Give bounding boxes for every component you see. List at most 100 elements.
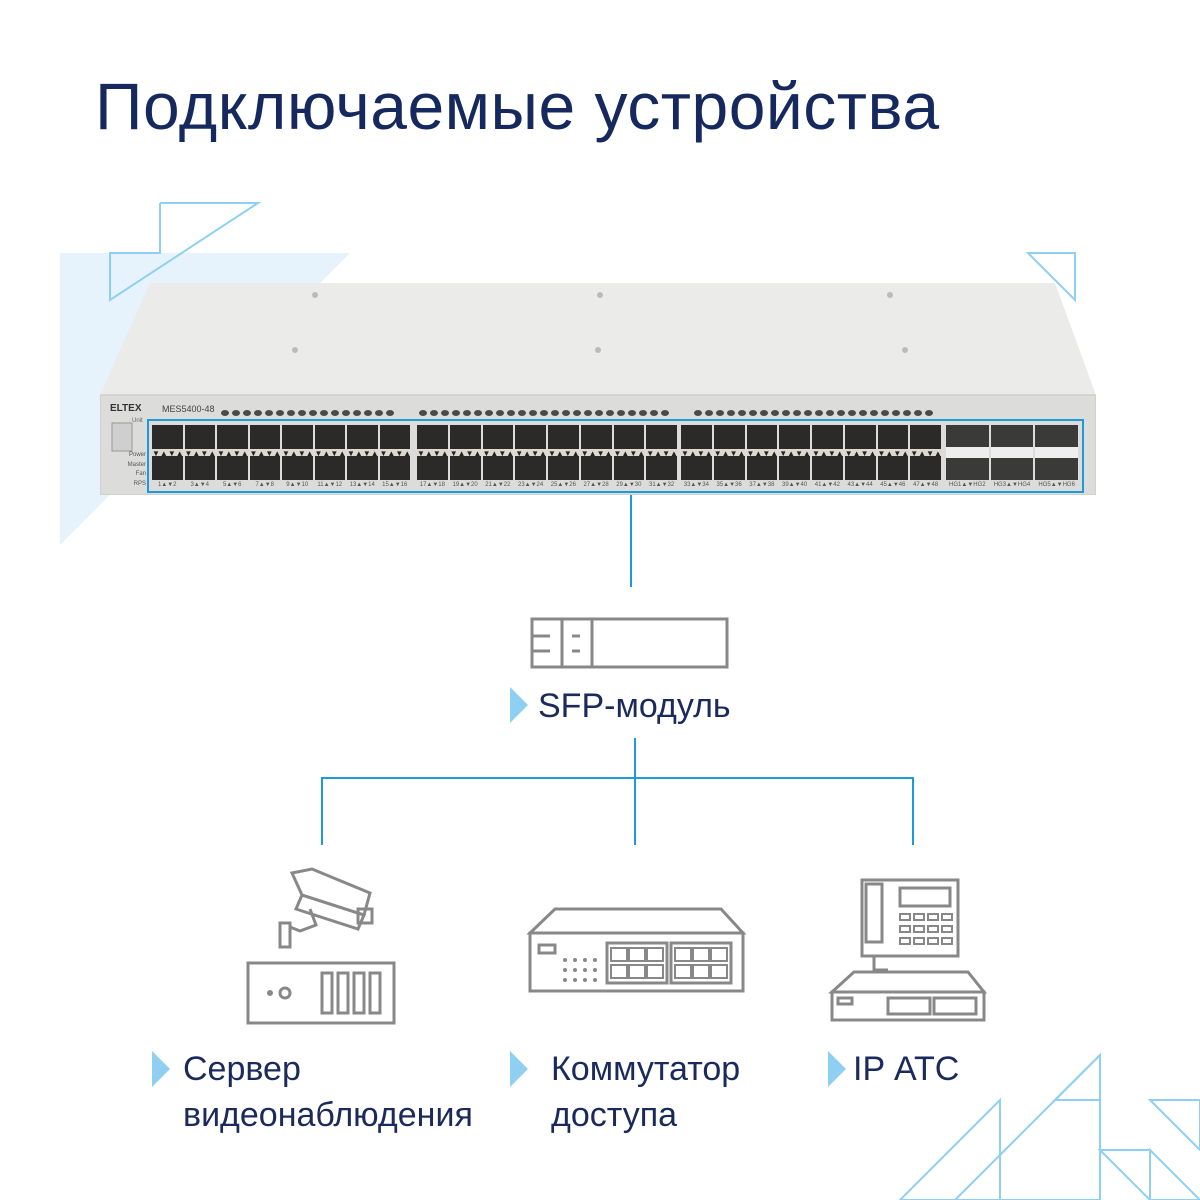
qsfp-latch bbox=[946, 447, 989, 458]
port-label: 45▲▼46 bbox=[880, 482, 906, 488]
sfp-port-pair: ▼▲▼▲41▲▼42 bbox=[812, 425, 844, 488]
port-led-strip: ▼▲▼▲ bbox=[646, 449, 678, 459]
sfp-port-pair: ▼▲▼▲ 15▲▼16 bbox=[379, 425, 412, 488]
port-label: 17▲▼18 bbox=[419, 482, 445, 488]
connector-line bbox=[630, 495, 632, 587]
port-label: 29▲▼30 bbox=[616, 482, 642, 488]
port-led-strip: ▼▲▼▲ bbox=[347, 449, 379, 459]
sfp-port-pair: ▼▲▼▲39▲▼40 bbox=[779, 425, 811, 488]
bullet-arrow-icon bbox=[152, 1051, 170, 1087]
label-line: видеонаблюдения bbox=[183, 1096, 473, 1134]
sfp-port-pair: ▼▲▼▲ 27▲▼28 bbox=[580, 425, 613, 488]
port-label: 19▲▼20 bbox=[452, 482, 478, 488]
tree-branch-left bbox=[321, 777, 323, 845]
tree-trunk-line bbox=[634, 738, 636, 845]
label-line: Коммутатор bbox=[551, 1050, 741, 1088]
port-label: 35▲▼36 bbox=[716, 482, 742, 488]
port-led-strip: ▼▲▼▲ bbox=[613, 449, 646, 459]
target-label-video-server: Сервер видеонаблюдения bbox=[183, 1046, 473, 1138]
sfp-port-group-1: ▼▲▼▲1▲▼2▼▲▼▲3▲▼4▼▲▼▲5▲▼6▼▲▼▲7▲▼8▼▲▼▲9▲▼1… bbox=[152, 425, 412, 488]
port-led-strip: ▼▲▼▲ bbox=[746, 449, 779, 459]
port-label: 1▲▼2 bbox=[157, 482, 177, 488]
port-label: 7▲▼8 bbox=[255, 482, 275, 488]
sfp-port-pair: ▼▲▼▲ 47▲▼48 bbox=[910, 425, 942, 488]
sfp-port-pair: ▼▲▼▲ 37▲▼38 bbox=[746, 425, 779, 488]
port-led-strip: ▼▲▼▲ bbox=[417, 449, 449, 459]
port-led-strip: ▼▲▼▲ bbox=[910, 449, 942, 459]
port-led-strip: ▼▲▼▲ bbox=[379, 449, 412, 459]
indicator-list: Power Master Fan RPS bbox=[110, 451, 146, 489]
sfp-port-pair: ▼▲▼▲5▲▼6 bbox=[217, 425, 249, 488]
port-led-strip: ▼▲▼▲ bbox=[515, 449, 547, 459]
port-label: 15▲▼16 bbox=[382, 482, 408, 488]
port-label: 23▲▼24 bbox=[518, 482, 544, 488]
sfp-port-pair: ▼▲▼▲ 25▲▼26 bbox=[548, 425, 580, 488]
port-label: 25▲▼26 bbox=[550, 482, 576, 488]
sfp-port-group-3: ▼▲▼▲ 33▲▼34 ▼▲▼▲ 35▲▼36 ▼▲▼▲ 37▲▼38 ▼▲▼▲39▲▼40… bbox=[681, 425, 942, 488]
port-label: 33▲▼34 bbox=[683, 482, 709, 488]
qsfp-latch bbox=[1035, 447, 1078, 458]
label-line: доступа bbox=[551, 1096, 678, 1134]
indicator-master: Master bbox=[127, 461, 146, 468]
tree-horizontal-line bbox=[321, 777, 914, 779]
port-led-strip: ▼▲▼▲ bbox=[152, 449, 184, 459]
sfp-port-pair: ▼▲▼▲ 1▲▼2 bbox=[152, 425, 184, 488]
sfp-module-label: SFP-модуль bbox=[538, 687, 731, 725]
port-label: 9▲▼10 bbox=[286, 482, 309, 488]
sfp-port-pair: ▼▲▼▲ 11▲▼12 bbox=[314, 425, 347, 488]
port-led-strip: ▼▲▼▲ bbox=[314, 449, 347, 459]
label-line: IP АТС bbox=[853, 1050, 960, 1088]
sfp-port-pair: ▼▲▼▲ 29▲▼30 bbox=[613, 425, 646, 488]
port-label: 31▲▼32 bbox=[649, 482, 675, 488]
port-label: HG3▲▼HG4 bbox=[993, 482, 1031, 488]
sfp-port-pair: ▼▲▼▲ 33▲▼34 bbox=[681, 425, 713, 488]
qsfp-latch bbox=[990, 447, 1034, 458]
sfp-port-pair: ▼▲▼▲21▲▼22 bbox=[482, 425, 515, 488]
ip-pbx-icon bbox=[828, 878, 988, 1022]
port-label: 37▲▼38 bbox=[749, 482, 775, 488]
port-label: 5▲▼6 bbox=[222, 482, 242, 488]
port-label: 3▲▼4 bbox=[190, 482, 210, 488]
model-label: MES5400-48 bbox=[162, 404, 215, 414]
port-label: 43▲▼44 bbox=[847, 482, 873, 488]
indicator-fan: Fan bbox=[135, 471, 146, 477]
bullet-arrow-icon bbox=[828, 1051, 846, 1087]
port-led-strip: ▼▲▼▲ bbox=[779, 449, 811, 459]
sfp-port-pair: ▼▲▼▲ 31▲▼32 bbox=[646, 425, 678, 488]
tree-branch-right bbox=[912, 777, 914, 845]
label-line: Сервер bbox=[183, 1050, 301, 1088]
port-led-strip: ▼▲▼▲ bbox=[580, 449, 613, 459]
port-led-strip: ▼▲▼▲ bbox=[449, 449, 482, 459]
port-led-strip: ▼▲▼▲ bbox=[844, 449, 877, 459]
unit-label: Unit bbox=[132, 418, 143, 424]
port-led-strip: ▼▲▼▲ bbox=[713, 449, 746, 459]
bullet-arrow-icon bbox=[510, 1051, 528, 1087]
port-label: HG5▲▼HG6 bbox=[1038, 482, 1075, 488]
port-led-strip: ▼▲▼▲ bbox=[249, 449, 282, 459]
port-led-strip: ▼▲▼▲ bbox=[482, 449, 515, 459]
indicator-rps: RPS bbox=[133, 480, 146, 487]
sfp-port-pair: ▼▲▼▲ 43▲▼44 bbox=[844, 425, 877, 488]
sfp-port-pair: ▼▲▼▲ 23▲▼24 bbox=[515, 425, 547, 488]
sfp-port-pair: ▼▲▼▲ 17▲▼18 bbox=[417, 425, 449, 488]
sfp-port-pair: ▼▲▼▲ 9▲▼10 bbox=[282, 425, 314, 488]
port-label: 27▲▼28 bbox=[583, 482, 609, 488]
qsfp-port-pair: HG3▲▼HG4 bbox=[990, 425, 1034, 488]
port-led-strip: ▼▲▼▲ bbox=[282, 449, 314, 459]
bullet-arrow-icon bbox=[510, 687, 528, 723]
port-label: 11▲▼12 bbox=[317, 482, 343, 488]
port-led-strip: ▼▲▼▲ bbox=[681, 449, 713, 459]
qsfp-port-pair: HG5▲▼HG6 bbox=[1035, 425, 1078, 488]
port-led-strip: ▼▲▼▲ bbox=[548, 449, 580, 459]
sfp-port-pair: ▼▲▼▲ 45▲▼46 bbox=[877, 425, 910, 488]
indicator-power: Power bbox=[128, 452, 146, 458]
video-surveillance-server-icon bbox=[246, 867, 396, 1025]
page-title: Подключаемые устройства bbox=[95, 69, 940, 143]
port-led-strip: ▼▲▼▲ bbox=[877, 449, 910, 459]
sfp-module-icon bbox=[530, 617, 729, 669]
target-label-access-switch: Коммутатор доступа bbox=[551, 1046, 740, 1138]
brand-logo: ELTEX bbox=[110, 403, 142, 414]
port-label: 47▲▼48 bbox=[913, 482, 939, 488]
